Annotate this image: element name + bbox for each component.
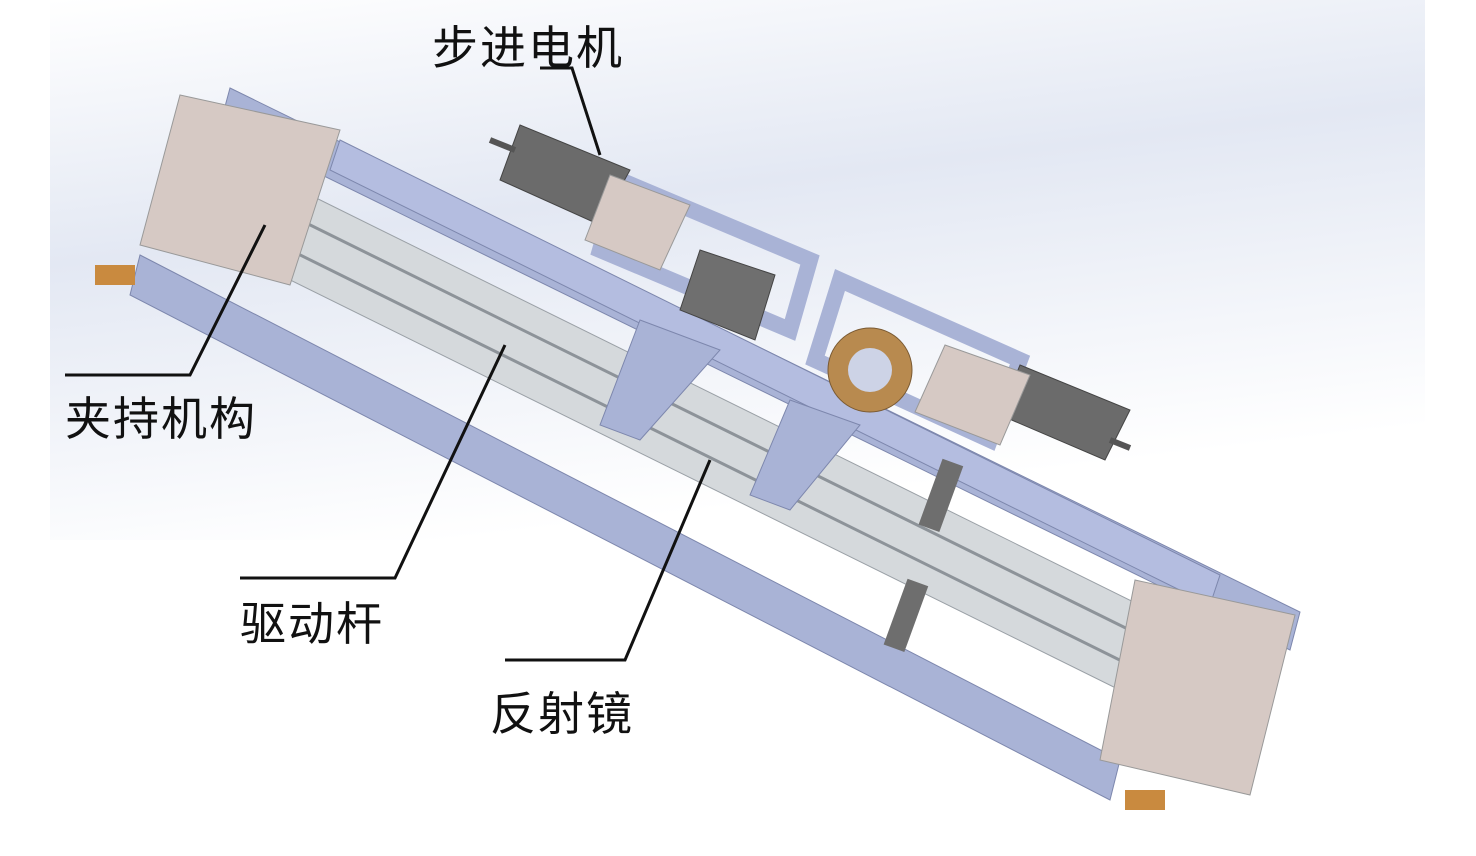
bracket	[883, 578, 929, 652]
foot	[95, 265, 135, 285]
slider-carriage	[599, 319, 721, 441]
bracket	[918, 458, 964, 532]
motor-block	[914, 344, 1031, 446]
leader-line-clamping	[65, 224, 267, 377]
motor-block	[584, 174, 691, 271]
label-reflector: 反射镜	[490, 687, 634, 741]
label-stepper-motor: 步进电机	[432, 21, 624, 75]
leader-line-stepper-motor	[540, 66, 602, 156]
leader-line-reflector	[505, 459, 712, 662]
leader-line-drive-rod	[240, 344, 507, 580]
foot	[1125, 790, 1165, 810]
clamping-plate-right	[1099, 579, 1296, 796]
drive-rod-line	[279, 243, 1151, 677]
motor-shaft	[488, 137, 517, 153]
stepper-motor-face	[679, 249, 776, 341]
motor-shaft	[1108, 437, 1132, 451]
label-clamping-mechanism: 夹持机构	[65, 392, 257, 446]
clamping-plate-left	[139, 94, 341, 286]
drive-rod-line	[289, 213, 1161, 647]
label-drive-rod: 驱动杆	[240, 597, 384, 651]
slider-carriage	[749, 399, 861, 511]
pulley-hub	[848, 348, 892, 392]
